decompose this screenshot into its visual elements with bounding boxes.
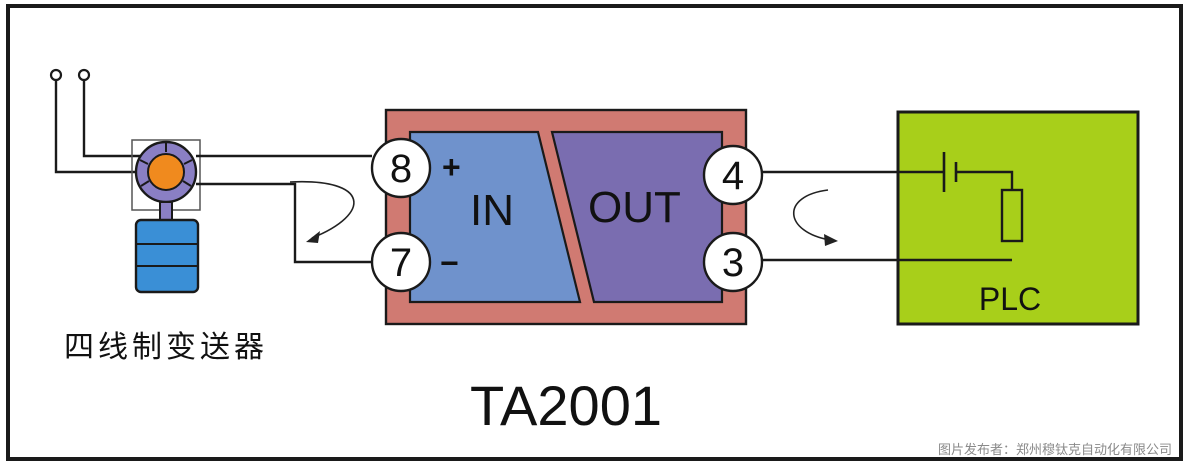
power-terminal-2 [77,68,91,82]
pin-7-sign: − [440,245,459,281]
power-wire-1 [54,80,140,174]
pin-8-number: 8 [390,147,412,191]
model-label: TA2001 [470,374,662,437]
out-panel [550,130,724,304]
plc-label: PLC [979,281,1041,317]
pin-8: 8 + [370,137,461,199]
pin-4-number: 4 [722,154,744,198]
signal-wire-negative [196,182,372,264]
pin-8-sign: + [442,149,461,185]
transmitter-label: 四线制变送器 [64,330,268,365]
pin-4-circle [702,144,764,206]
loop-arrow-right-head [824,234,838,246]
power-wire-2 [82,80,140,158]
head-segment-line [182,180,192,187]
isolator-module: IN OUT 8 + 7 − 4 3 [370,108,764,326]
head-segment-line [139,159,149,165]
pin-3-number: 3 [722,241,744,285]
pin-3-circle [702,231,764,293]
pin-7-circle [370,231,432,293]
pin-7: 7 − [370,231,459,293]
plc-loop-wire [956,170,1014,190]
pin-4: 4 [702,144,764,206]
pin-3: 3 [702,231,764,293]
loop-arrow-left-head [306,231,320,243]
loop-arrow-left [289,180,355,239]
four-wire-transmitter [49,68,201,294]
plc-body [896,110,1140,326]
pin-8-circle [370,137,432,199]
out-label: OUT [588,183,681,232]
in-label: IN [470,186,514,235]
transmitter-base [134,218,200,294]
transmitter-core [147,153,185,191]
power-terminal-1 [49,68,63,82]
head-segment-line [140,180,150,187]
loop-arrow-right [792,189,831,241]
publisher-credit: 图片发布者：郑州穆钛克自动化有限公司 [938,442,1172,458]
pin-7-number: 7 [390,241,412,285]
plc-block: PLC [896,110,1140,326]
resistor-icon [1000,188,1024,243]
head-segment-line [183,159,193,165]
